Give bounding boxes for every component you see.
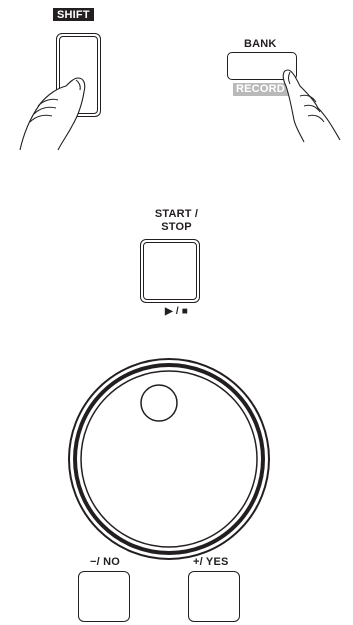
no-button[interactable] (78, 571, 130, 622)
yes-button[interactable] (188, 571, 240, 622)
yes-button-label: +/ YES (193, 556, 229, 568)
no-button-label: −/ NO (90, 556, 120, 568)
